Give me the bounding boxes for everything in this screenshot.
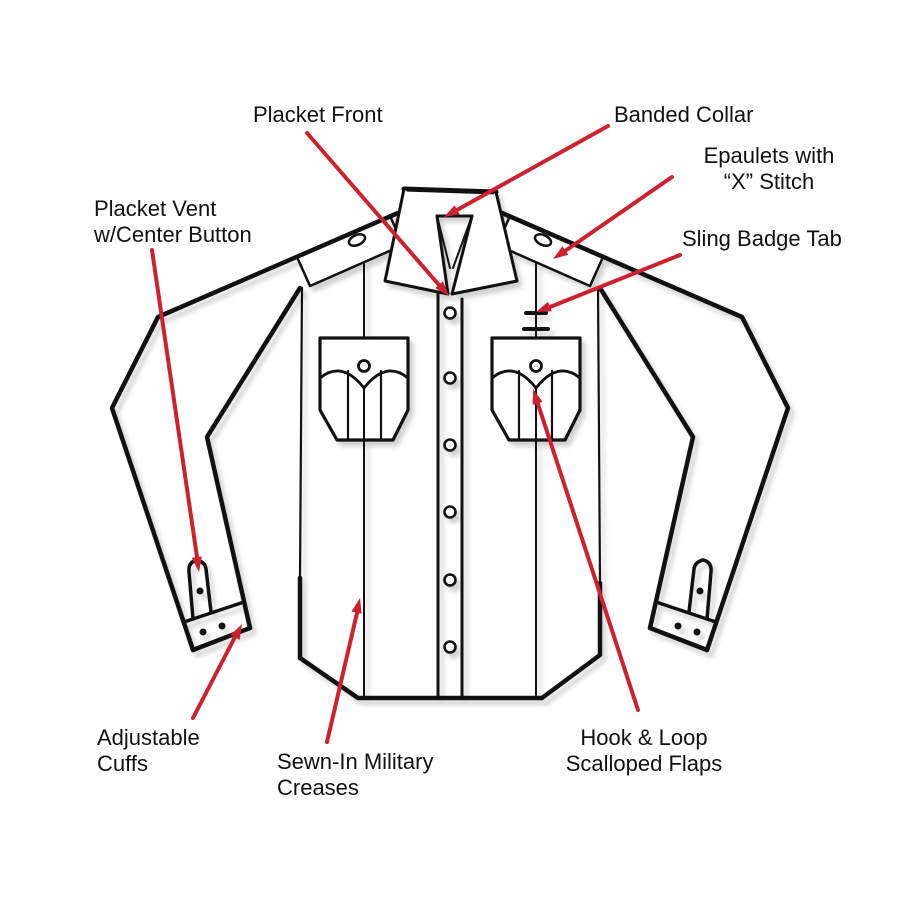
right-cuff-button-1 [693, 628, 701, 636]
label-text: Sling Badge Tab [682, 226, 842, 251]
right-sleeve-placket-vent [687, 558, 713, 621]
label-text: Hook & Loop [580, 725, 708, 750]
label-hook-loop-flaps: Hook & Loop Scalloped Flaps [554, 725, 734, 777]
military-crease-lines [363, 262, 537, 697]
label-adjustable-cuffs: Adjustable Cuffs [97, 725, 200, 777]
arrow-military-creases [325, 598, 362, 744]
left-cuff-button-2 [218, 622, 226, 630]
left-cuff-button-1 [199, 628, 207, 636]
arrow-sling-badge-tab [536, 253, 682, 312]
label-text: Banded Collar [614, 102, 754, 127]
sling-badge-tab [522, 311, 550, 331]
right-pocket-button [529, 359, 543, 373]
label-placket-vent: Placket Vent w/Center Button [94, 196, 252, 248]
right-vent-center-button [696, 587, 704, 595]
placket-buttons [443, 306, 457, 654]
label-text: Sewn-In Military [277, 749, 434, 774]
arrow-placket-vent [150, 248, 202, 572]
label-text: Placket Vent [94, 196, 217, 221]
label-text: Creases [277, 775, 359, 800]
right-sleeve [597, 285, 791, 653]
left-sleeve [109, 285, 303, 653]
label-text: Adjustable [97, 725, 200, 750]
collar-right-leaf [450, 190, 519, 296]
label-banded-collar: Banded Collar [614, 102, 753, 128]
label-placket-front: Placket Front [253, 102, 383, 128]
left-vent-center-button [196, 587, 204, 595]
left-epaulet-buttonhole [347, 233, 367, 247]
label-text: Epaulets with [703, 143, 835, 168]
placket-front [436, 292, 464, 699]
right-cuff-button-2 [674, 622, 682, 630]
label-text: Cuffs [97, 751, 148, 776]
label-sling-badge-tab: Sling Badge Tab [682, 226, 842, 252]
right-chest-pocket [490, 336, 582, 442]
arrow-placket-front [305, 131, 449, 296]
label-text: Scalloped Flaps [565, 751, 723, 776]
right-epaulet-buttonhole [533, 233, 553, 247]
left-pocket-button [357, 359, 371, 373]
left-chest-pocket [318, 336, 410, 442]
banded-collar [383, 186, 519, 296]
side-seams [298, 286, 602, 585]
arrow-adjustable-cuffs [191, 624, 242, 720]
label-text: w/Center Button [94, 222, 252, 247]
body-outline [155, 210, 745, 701]
arrow-hook-loop-flaps [532, 389, 640, 712]
arrow-banded-collar [444, 124, 610, 217]
label-military-creases: Sewn-In Military Creases [277, 749, 433, 801]
callout-arrows [150, 124, 682, 744]
shirt-illustration [109, 186, 791, 701]
label-epaulets: Epaulets with “X” Stitch [674, 143, 864, 195]
label-text: “X” Stitch [723, 169, 815, 194]
label-text: Placket Front [253, 102, 383, 127]
arrow-epaulets [553, 175, 674, 259]
